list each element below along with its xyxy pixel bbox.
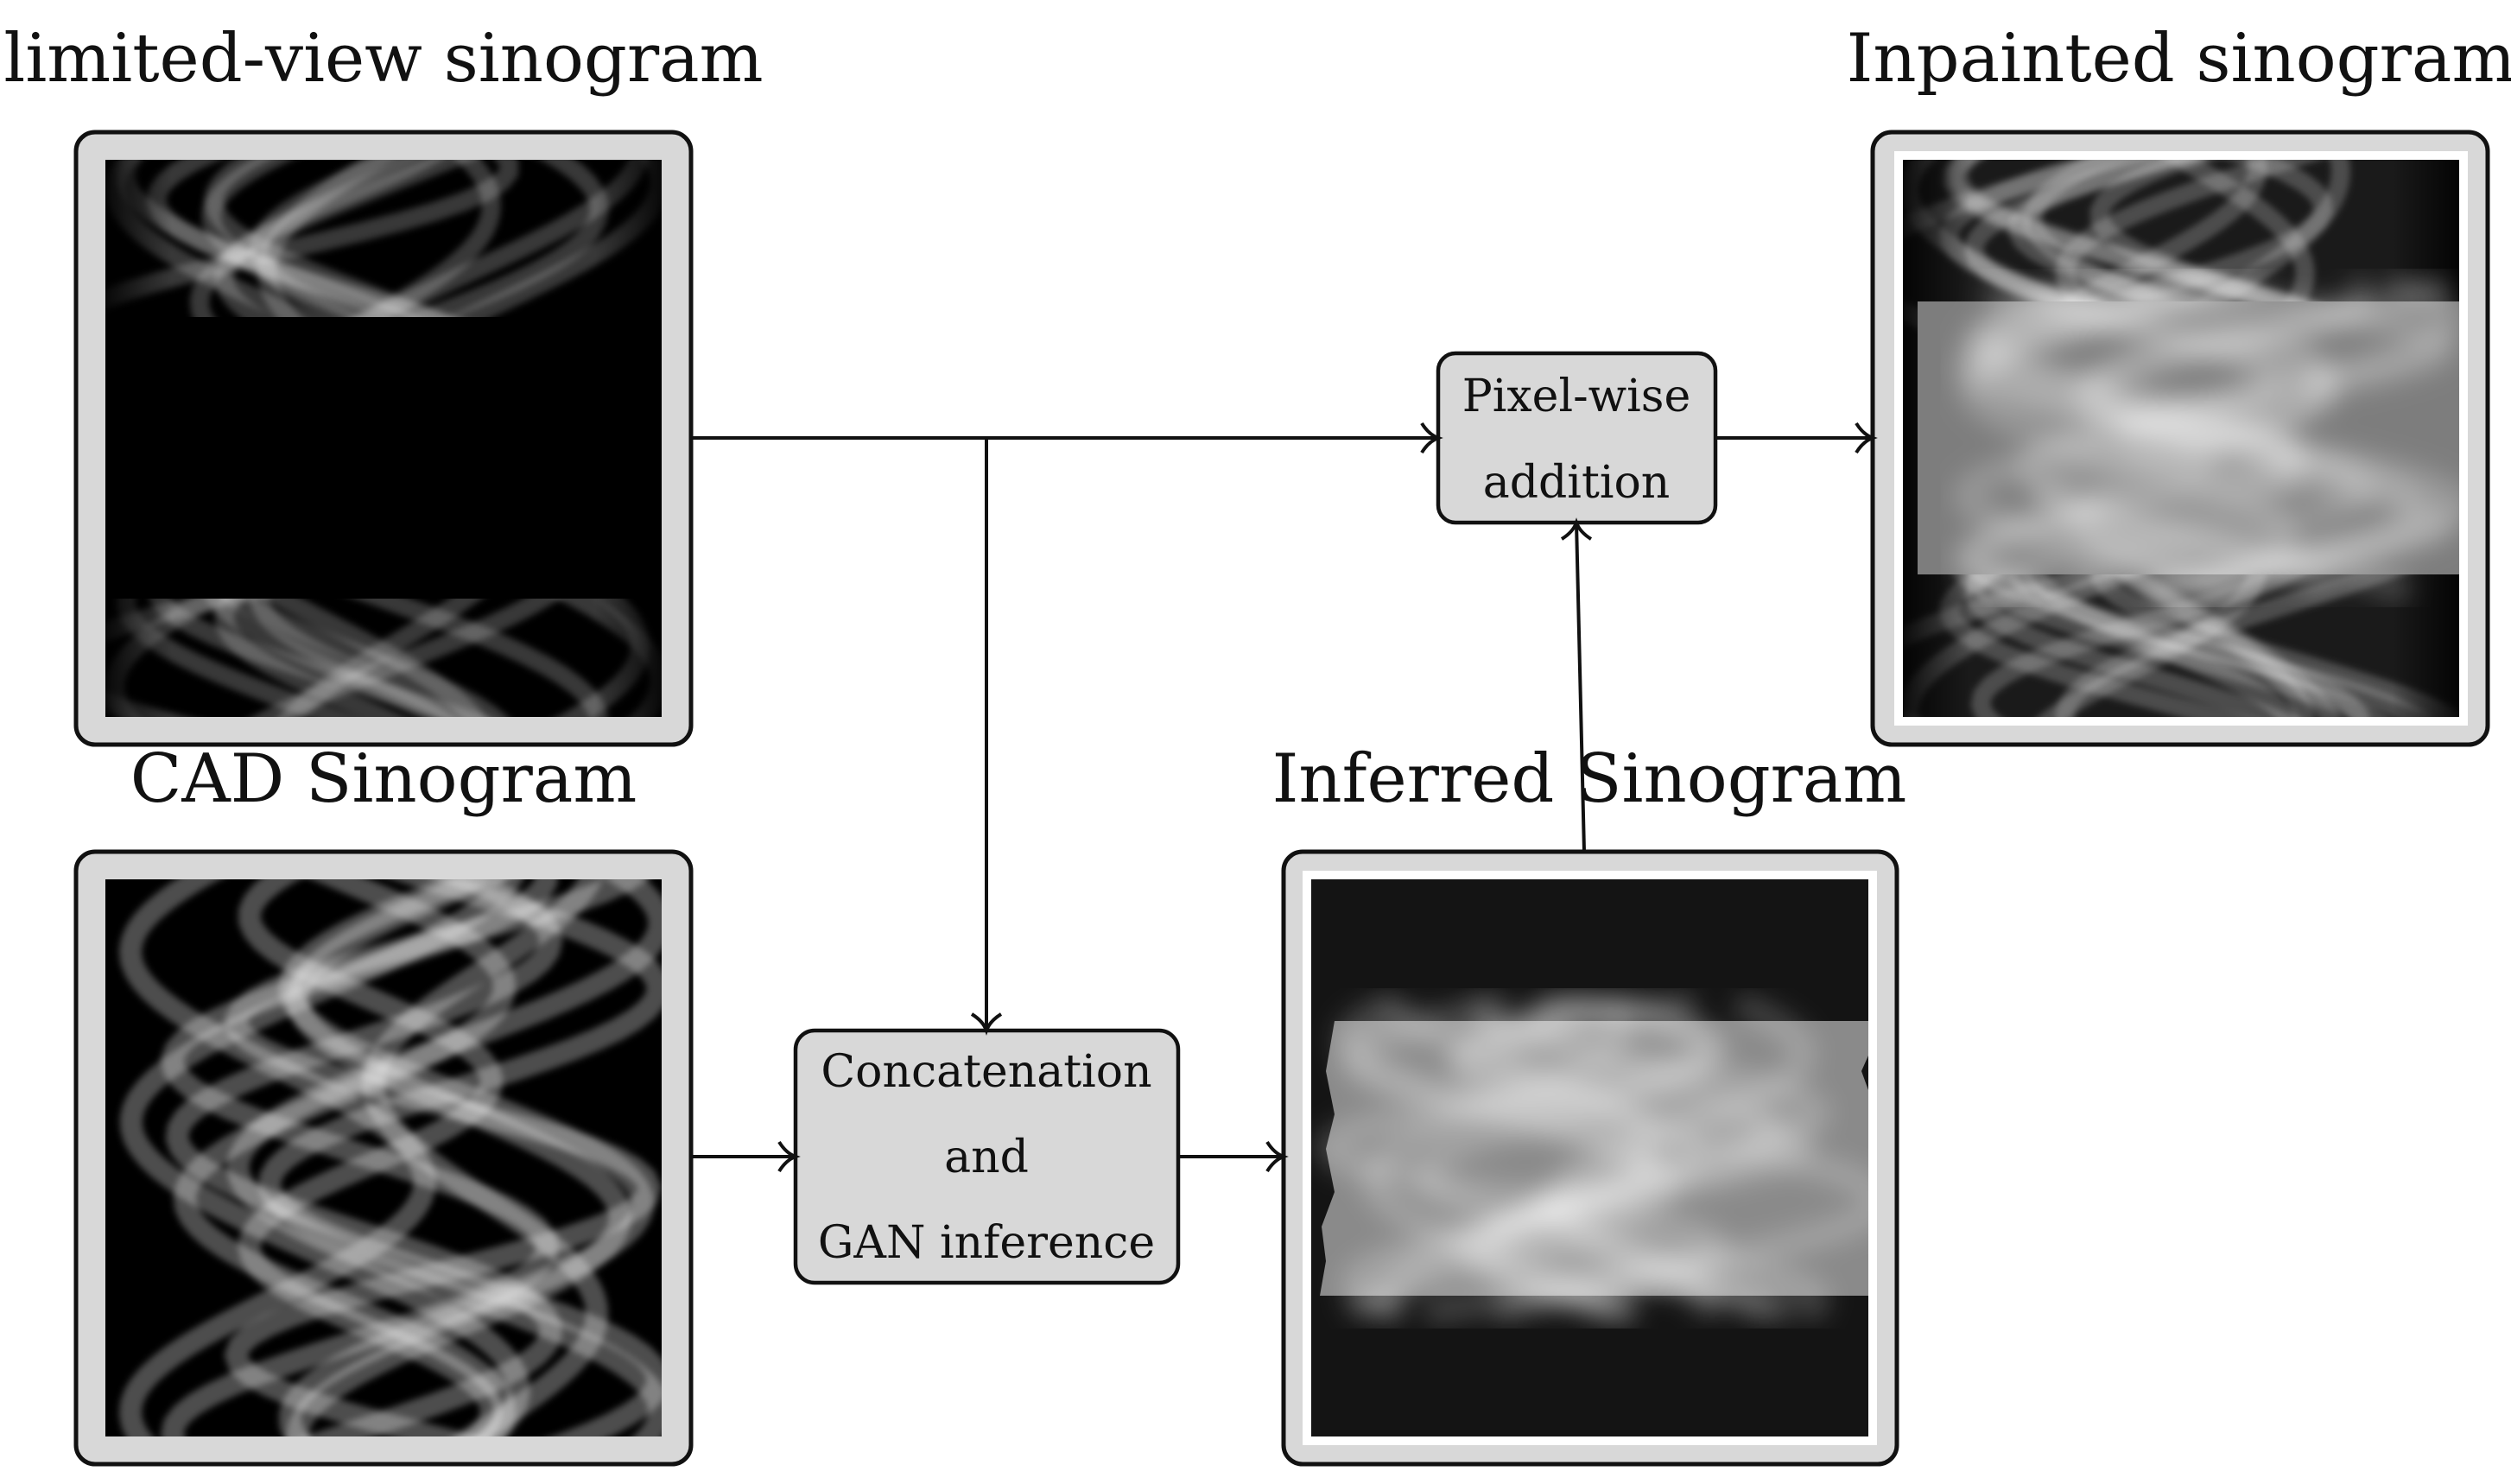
connectors [691, 422, 1878, 1173]
limited-view-sinogram-image [105, 160, 662, 717]
sinogram-curve [226, 879, 662, 1436]
sinogram-curve [2033, 282, 2340, 599]
arrowhead-addition-in [1420, 422, 1443, 454]
sinogram-curve [1469, 998, 1785, 1326]
sinogram-curve [362, 879, 609, 1436]
inpainted-sinogram-title: Inpainted sinogram [1847, 20, 2511, 98]
limited-view-sinogram-title: limited-view sinogram [3, 20, 763, 98]
pixel-wise-addition-box: Pixel-wise addition [1436, 351, 1718, 525]
pixel-wise-label: Pixel-wise [1462, 371, 1691, 422]
sinogram-curve [165, 879, 563, 1436]
arrowhead-addition-bottom [1560, 517, 1593, 541]
cad-sinogram-panel [73, 849, 694, 1467]
and-label: and [944, 1132, 1029, 1183]
inpainted-sinogram-image [1903, 160, 2459, 717]
inferred-sinogram-title: Inferred Sinogram [1272, 740, 1907, 818]
arrowhead-inferred-in [1265, 1140, 1289, 1173]
inpainted-sinogram-panel [1870, 130, 2490, 747]
cad-sinogram-image [105, 879, 662, 1436]
arrow-inferred-to-addition [1575, 522, 1586, 853]
inferred-band [1313, 991, 1868, 1326]
addition-label: addition [1483, 457, 1671, 509]
sinogram-curve [278, 879, 655, 1436]
sinogram-curve [2115, 271, 2457, 605]
sinogram-curve [1482, 991, 1815, 1325]
gan-inference-label: GAN inference [818, 1217, 1155, 1269]
arrowhead-concatenation-top [970, 1012, 1003, 1036]
arrowhead-concatenation-left [777, 1140, 801, 1173]
cad-sinogram-title: CAD Sinogram [130, 740, 637, 818]
concatenation-label: Concatenation [821, 1046, 1151, 1098]
inpainted-band [1918, 271, 2459, 605]
inferred-sinogram-panel [1281, 849, 1899, 1467]
arrowhead-inpainted-in [1855, 422, 1878, 454]
inferred-sinogram-image [1311, 879, 1868, 1436]
concatenation-gan-box: Concatenation and GAN inference [793, 1028, 1181, 1285]
limited-view-sinogram-panel [73, 130, 694, 747]
missing-view-band [105, 317, 662, 599]
sinogram-curve [1543, 992, 1817, 1325]
